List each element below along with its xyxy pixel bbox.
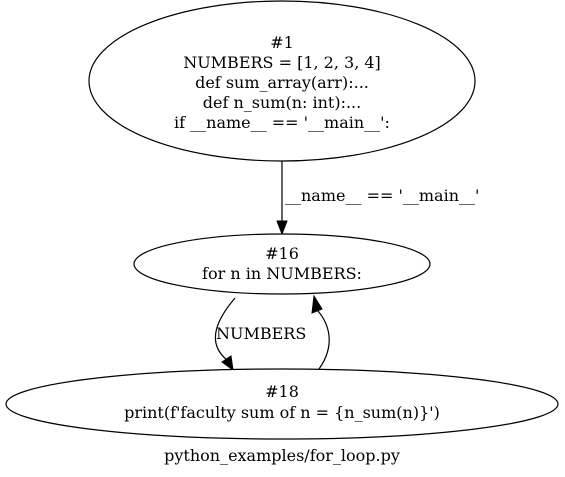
- node-18-line-1: print(f'faculty sum of n = {n_sum(n)}'): [124, 403, 440, 422]
- edge-16-to-18-line: [214, 297, 236, 361]
- edge-1-to-16-label: __name__ == '__main__': [285, 186, 479, 205]
- node-18[interactable]: #18 print(f'faculty sum of n = {n_sum(n)…: [5, 368, 559, 440]
- edge-16-to-18-arrow: [221, 355, 234, 372]
- graph-caption: python_examples/for_loop.py: [164, 446, 400, 465]
- node-1-line-1: NUMBERS = [1, 2, 3, 4]: [183, 53, 381, 72]
- node-1-line-3: def n_sum(n: int):...: [203, 93, 361, 112]
- node-1[interactable]: #1 NUMBERS = [1, 2, 3, 4] def sum_array(…: [88, 0, 476, 162]
- edge-1-to-16[interactable]: __name__ == '__main__': [276, 161, 479, 236]
- node-18-line-0: #18: [265, 382, 299, 401]
- node-16-line-1: for n in NUMBERS:: [202, 264, 362, 283]
- edge-1-to-16-arrow: [276, 220, 288, 236]
- edge-16-to-18[interactable]: NUMBERS: [214, 297, 306, 372]
- node-16[interactable]: #16 for n in NUMBERS:: [133, 233, 431, 295]
- node-16-line-0: #16: [265, 244, 299, 263]
- node-1-line-0: #1: [270, 33, 294, 52]
- edge-18-to-16-line: [317, 310, 330, 370]
- node-1-line-4: if __name__ == '__main__':: [174, 113, 390, 132]
- node-18-ellipse: [5, 368, 559, 440]
- edge-18-to-16[interactable]: [311, 294, 330, 370]
- node-16-ellipse: [133, 233, 431, 295]
- edge-16-to-18-label: NUMBERS: [216, 324, 306, 343]
- node-1-line-2: def sum_array(arr):...: [195, 73, 369, 92]
- edge-18-to-16-arrow: [311, 294, 323, 314]
